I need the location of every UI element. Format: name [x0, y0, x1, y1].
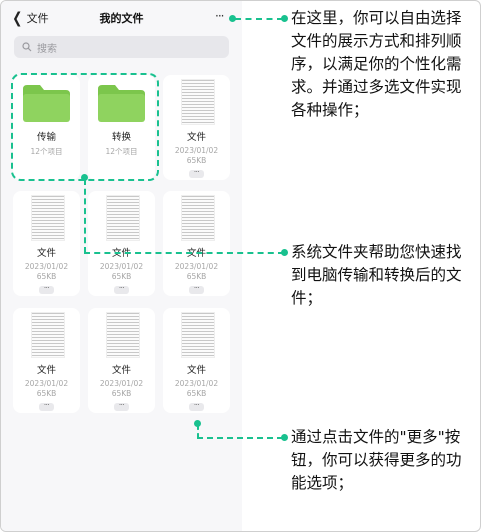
file-card[interactable]: 文件 2023/01/02 65KB ··· — [88, 308, 155, 413]
folder-icon — [98, 85, 145, 122]
document-thumbnail — [181, 195, 215, 241]
callout-dot — [229, 15, 236, 22]
card-more-button[interactable]: ··· — [114, 285, 129, 294]
card-item-count: 12个项目 — [105, 147, 138, 156]
document-thumbnail — [106, 312, 140, 358]
callout-dot — [81, 174, 88, 181]
card-more-button[interactable]: ··· — [39, 285, 54, 294]
document-thumbnail — [181, 79, 215, 125]
annotation-system-folders: 系统文件夹帮助您快速找到电脑传输和转换后的文件； — [291, 243, 462, 307]
card-size: 65KB — [186, 156, 207, 165]
back-button[interactable]: ❮ 文件 — [11, 8, 49, 27]
page-title: 我的文件 — [99, 12, 144, 25]
search-input[interactable]: 搜索 — [14, 36, 229, 58]
card-name: 传输 — [36, 132, 56, 143]
document-thumbnail — [106, 195, 140, 241]
card-more-button[interactable]: ··· — [114, 402, 129, 411]
card-size: 65KB — [111, 389, 132, 398]
card-name: 转换 — [111, 132, 131, 143]
card-name: 文件 — [111, 365, 131, 376]
file-card[interactable]: 文件 2023/01/02 65KB ··· — [13, 191, 80, 296]
card-size: 65KB — [36, 272, 57, 281]
card-name: 文件 — [186, 365, 206, 376]
card-size: 65KB — [186, 389, 207, 398]
chevron-left-icon: ❮ — [12, 8, 23, 27]
view-options-button[interactable]: ··· — [215, 9, 225, 23]
file-card[interactable]: 文件 2023/01/02 65KB ··· — [163, 308, 230, 413]
callout-line — [84, 252, 284, 254]
callout-line — [84, 179, 86, 253]
document-thumbnail — [181, 312, 215, 358]
callout-dot — [194, 420, 201, 427]
callout-line — [197, 437, 283, 439]
card-size: 65KB — [36, 389, 57, 398]
callout-dot — [281, 15, 288, 22]
folder-icon — [23, 85, 70, 122]
search-placeholder: 搜索 — [37, 43, 57, 55]
folder-card-convert[interactable]: 转换 12个项目 — [88, 75, 155, 180]
file-card[interactable]: 文件 2023/01/02 65KB ··· — [13, 308, 80, 413]
file-card[interactable]: 文件 2023/01/02 65KB ··· — [88, 191, 155, 296]
callout-dot — [281, 434, 288, 441]
card-date: 2023/01/02 — [174, 379, 219, 388]
card-more-button[interactable]: ··· — [189, 402, 204, 411]
card-date: 2023/01/02 — [99, 379, 144, 388]
card-date: 2023/01/02 — [174, 146, 219, 155]
annotation-more-button: 通过点击文件的"更多"按钮，你可以获得更多的功能选项； — [291, 428, 462, 492]
card-more-button[interactable]: ··· — [39, 402, 54, 411]
card-date: 2023/01/02 — [99, 262, 144, 271]
annotation-view-options: 在这里，你可以自由选择文件的展示方式和排列顺序，以满足你的个性化需求。并通过多选… — [291, 9, 462, 119]
folder-card-transfer[interactable]: 传输 12个项目 — [13, 75, 80, 180]
folder-highlight-box — [11, 73, 159, 181]
document-thumbnail — [31, 195, 65, 241]
card-date: 2023/01/02 — [174, 262, 219, 271]
card-date: 2023/01/02 — [24, 262, 69, 271]
callout-line — [235, 18, 283, 20]
card-name: 文件 — [36, 365, 56, 376]
document-thumbnail — [31, 312, 65, 358]
card-name: 文件 — [36, 248, 56, 259]
file-card[interactable]: 文件 2023/01/02 65KB ··· — [163, 75, 230, 180]
card-size: 65KB — [111, 272, 132, 281]
callout-dot — [281, 249, 288, 256]
card-name: 文件 — [186, 132, 206, 143]
card-more-button[interactable]: ··· — [189, 169, 204, 178]
back-label: 文件 — [26, 12, 49, 25]
card-size: 65KB — [186, 272, 207, 281]
callout-line — [197, 425, 199, 438]
file-card[interactable]: 文件 2023/01/02 65KB ··· — [163, 191, 230, 296]
search-icon — [22, 42, 32, 52]
phone-screen: ❮ 文件 我的文件 ··· 搜索 传输 12个项目 转换 — [1, 1, 242, 531]
card-more-button[interactable]: ··· — [189, 285, 204, 294]
card-date: 2023/01/02 — [24, 379, 69, 388]
card-item-count: 12个项目 — [30, 147, 63, 156]
